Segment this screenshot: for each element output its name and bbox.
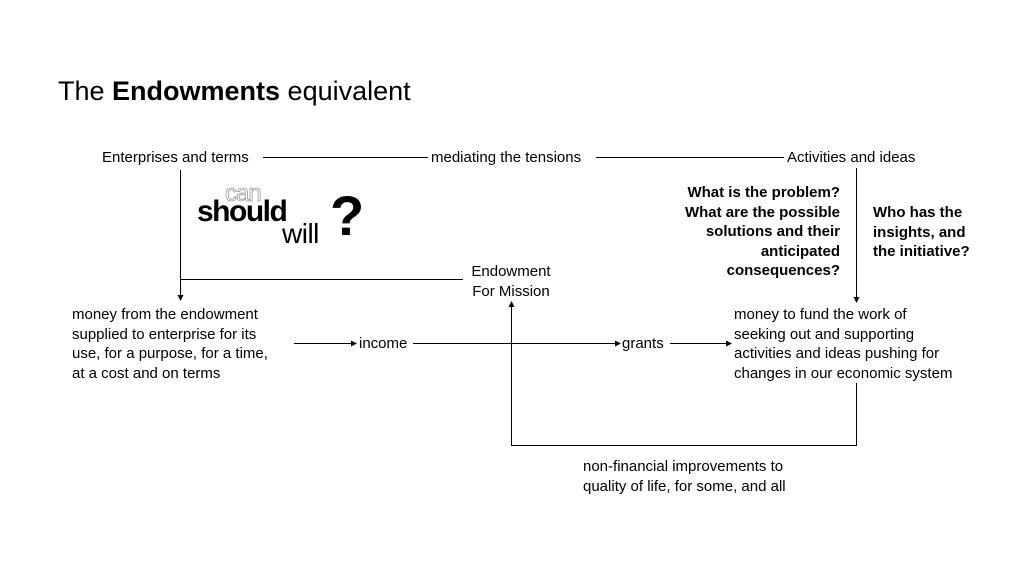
node-money-left: money from the endowment supplied to ent… [72, 305, 268, 383]
text-line: money to fund the work of [734, 306, 907, 323]
word-should: should [197, 195, 288, 228]
question-line: solutions and their [705, 223, 840, 240]
node-mediating: mediating the tensions [431, 149, 582, 166]
question-line: anticipated [760, 242, 840, 260]
text-line: activities and ideas pushing for [734, 345, 940, 362]
question-mark-glyph: ? [330, 184, 365, 247]
node-grants: grants [622, 335, 664, 352]
connector-feedback-loop [508, 301, 857, 446]
node-activities-ideas: Activities and ideas [787, 149, 916, 166]
title-emphasis: Endowments [112, 76, 281, 106]
question-insights: Who has the insights, and the initiative… [873, 203, 970, 262]
text-line: at a cost and on terms [72, 364, 221, 382]
text-line: seeking out and supporting [734, 325, 915, 343]
question-line: What are the possible [684, 203, 840, 221]
text-line: changes in our economic system [734, 364, 953, 382]
title-prefix: The [58, 76, 113, 106]
endowment-line: For Mission [472, 282, 550, 300]
node-enterprises-terms: Enterprises and terms [102, 149, 249, 166]
question-problem: What is the problem? What are the possib… [600, 183, 840, 281]
text-line: money from the endowment [72, 306, 258, 323]
endowment-line: Endowment [471, 263, 551, 280]
text-line: supplied to enterprise for its [72, 325, 257, 343]
text-line: use, for a purpose, for a time, [72, 345, 268, 362]
text-line: quality of life, for some, and all [583, 477, 786, 495]
question-line: the initiative? [873, 243, 970, 260]
question-line: consequences? [726, 262, 840, 279]
node-non-financial: non-financial improvements to quality of… [583, 457, 786, 496]
title-suffix: equivalent [280, 76, 411, 106]
question-line: What is the problem? [687, 184, 840, 201]
question-line: Who has the [873, 204, 963, 221]
text-line: non-financial improvements to [583, 458, 784, 475]
word-can: can [225, 180, 262, 207]
node-money-right: money to fund the work of seeking out an… [734, 305, 952, 383]
node-income: income [359, 335, 408, 352]
word-will: will [282, 218, 319, 249]
page-title: The Endowments equivalent [58, 74, 411, 108]
question-line: insights, and [873, 223, 966, 241]
node-endowment-for-mission: Endowment For Mission [456, 262, 566, 301]
